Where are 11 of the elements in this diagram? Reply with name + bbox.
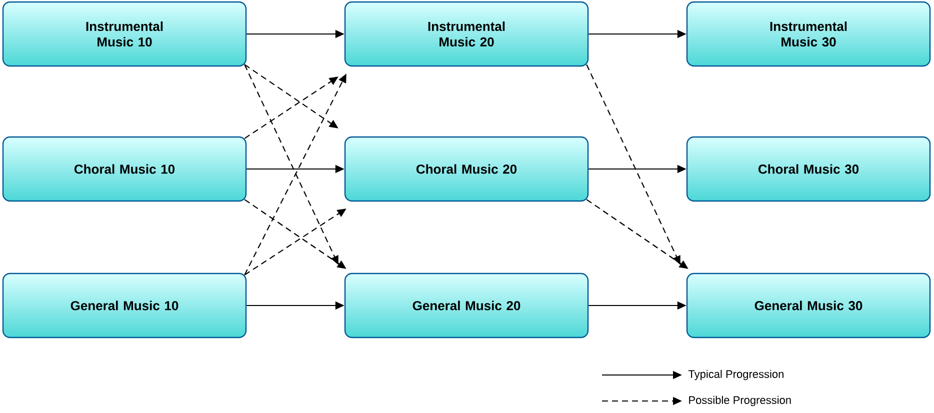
course-box: General Music 20 [344,272,589,338]
legend-text: Typical Progression [688,370,784,380]
course-box: Instrumental Music 20 [344,1,589,67]
course-box: Instrumental Music 30 [686,1,931,67]
course-box: General Music 30 [686,272,931,338]
course-box: Choral Music 10 [2,136,247,202]
course-box: General Music 10 [2,272,247,338]
course-box: Choral Music 20 [344,136,589,202]
legend-text: Possible Progression [689,396,791,406]
course-box: Instrumental Music 10 [2,1,247,67]
course-box: Choral Music 30 [686,136,931,202]
